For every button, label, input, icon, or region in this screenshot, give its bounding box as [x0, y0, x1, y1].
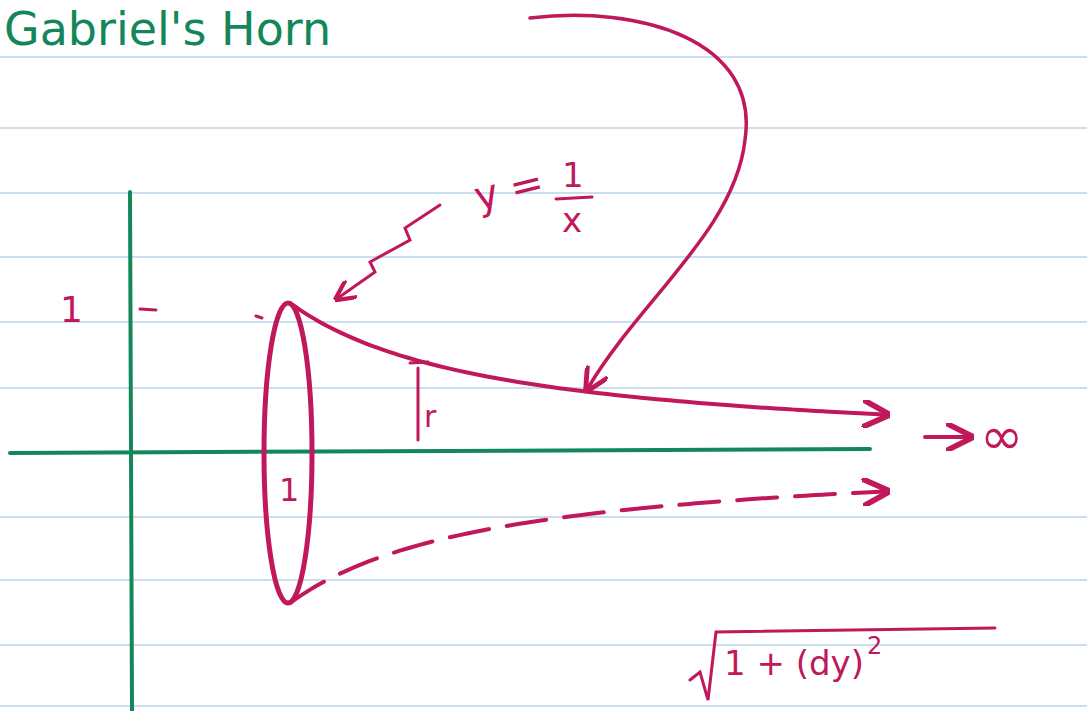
- axes: [10, 192, 870, 711]
- arc-length-formula: 1 + (dy): [724, 646, 864, 680]
- title: Gabriel's Horn: [4, 6, 331, 52]
- denominator: x: [562, 203, 582, 237]
- ruled-lines: [0, 57, 1087, 706]
- axis-tick-label: 1: [60, 292, 83, 328]
- function-label: y =: [470, 161, 548, 217]
- radius-value: 1: [279, 474, 299, 506]
- exponent: 2: [867, 634, 882, 658]
- numerator: 1: [562, 158, 584, 192]
- infinity-symbol: ∞: [980, 410, 1023, 462]
- horn: [140, 15, 995, 700]
- radius-label: r: [424, 402, 436, 432]
